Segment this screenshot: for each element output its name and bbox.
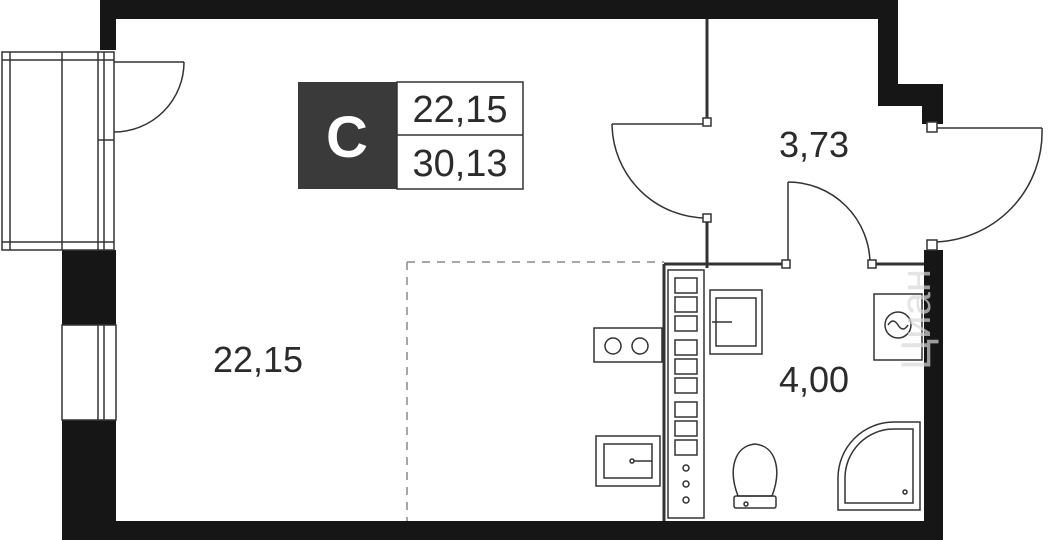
badge-living-area: 22,15 (412, 89, 507, 131)
stove-icon (593, 327, 663, 363)
hall-doors (611, 123, 1043, 265)
walls (62, 0, 943, 540)
wall-top-right-vertical (878, 0, 898, 102)
cabinet-column (667, 269, 705, 519)
washing-machine-icon (873, 293, 923, 361)
window-left (61, 324, 117, 421)
shower-tray-icon (837, 421, 921, 511)
bathroom-area: 4,00 (779, 359, 849, 400)
toilet-icon (732, 443, 778, 509)
balcony-door (1, 51, 185, 251)
badge-type-letter: С (326, 105, 368, 170)
watermark-logo: Циан (892, 269, 939, 370)
wall-top (100, 0, 880, 19)
badge-type-box (298, 82, 397, 189)
hallway-area: 3,73 (779, 124, 849, 165)
wall-left-top (100, 0, 116, 50)
kitchen-sink-icon (595, 435, 661, 487)
kitchen-zone (406, 261, 664, 521)
door-jambs (702, 117, 938, 269)
washbasin-icon (709, 289, 763, 355)
wall-right-stub (922, 84, 943, 124)
wall-right (924, 250, 943, 540)
badge-total-area: 30,13 (412, 143, 507, 185)
partitions (662, 19, 924, 521)
area-badge: С 22,15 30,13 (298, 81, 524, 190)
wall-left-middle (62, 250, 116, 325)
wall-bottom (62, 521, 942, 540)
wall-left-bottom (62, 420, 116, 540)
main-room-area: 22,15 (213, 339, 303, 380)
